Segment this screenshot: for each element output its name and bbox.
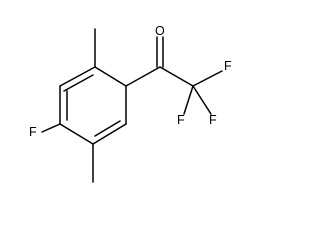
fluoro-ring-label: F [29,125,37,139]
ring-bond-c1-c2 [59,66,96,87]
ring-bond-c1-c2-inner [63,74,94,92]
oxygen-label: O [155,24,165,38]
cf3-f-right-label: F [209,113,217,127]
fluoro-ring-bond [41,123,61,133]
ring-bond-c4-c5-inner [94,120,121,137]
benzene-ring [59,66,127,145]
ring-bond-c4-c5 [92,123,127,145]
aryl-carbonyl-bond [125,66,161,87]
structure-drawing: F O F F F [29,24,232,183]
ring-bond-c3-c4 [59,123,94,145]
structure-canvas: F O F F F [29,24,232,183]
cf3-f-top-label: F [224,59,232,73]
cf3-f-left-label: F [177,113,185,127]
cf3-f-left-bond [183,85,194,115]
ring-bond-c6-c1 [94,66,127,87]
cf3-f-right-bond [192,85,212,115]
cf3-f-top-bond [192,70,223,87]
carbonyl-cf3-bond [159,66,194,87]
